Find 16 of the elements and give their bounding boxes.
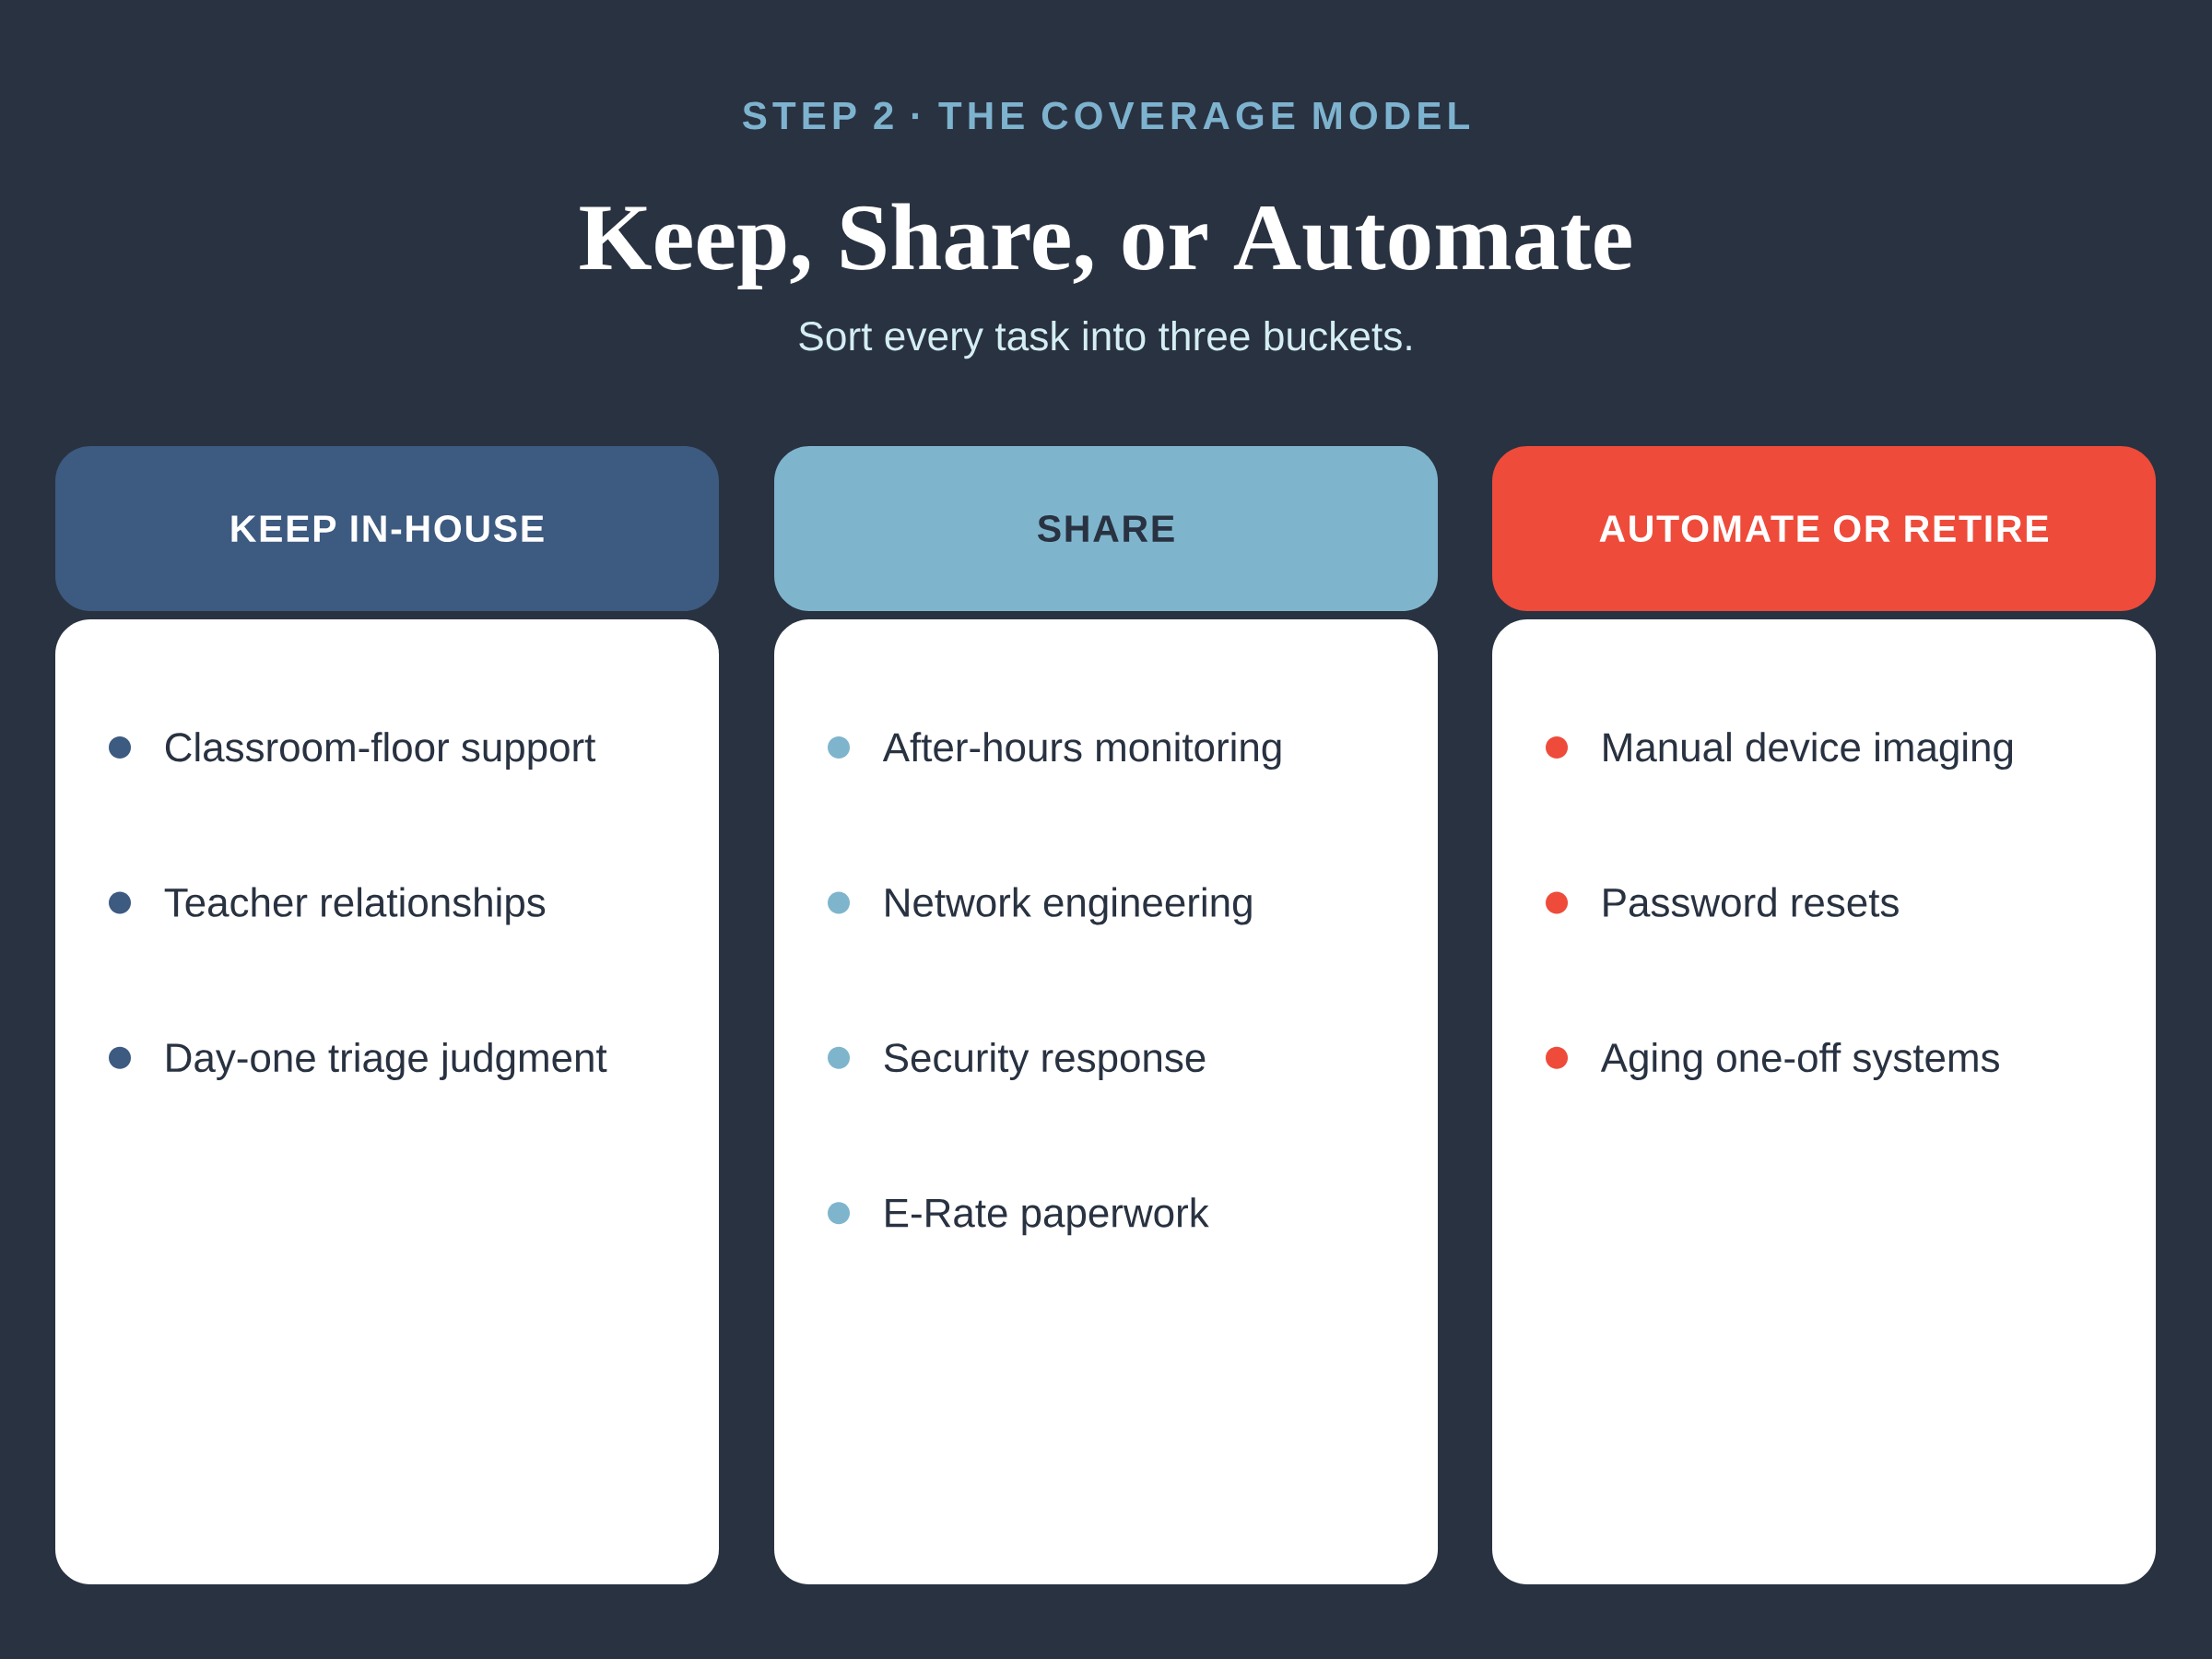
list-item: Aging one-off systems <box>1600 1041 1999 1080</box>
list-item: Day-one triage judgment <box>167 1041 607 1080</box>
column-header: AUTOMATE OR RETIRE <box>1492 446 2157 611</box>
list-item: Classroom-floor support <box>165 732 596 771</box>
list-item: Password resets <box>1604 887 1899 917</box>
list-item: Security response <box>884 1041 1206 1080</box>
list-item: E-Rate paperwork <box>886 1197 1209 1236</box>
column-header: SHARE <box>774 446 1439 611</box>
list-item: After-hours monitoring <box>882 732 1281 771</box>
title: Keep, Share, or Automate <box>580 203 1631 289</box>
list-item: Teacher relationships <box>164 887 546 925</box>
eyebrow-text: STEP 2 · THE COVERAGE MODEL <box>742 101 1469 130</box>
column-header: KEEP IN-HOUSE <box>55 446 719 611</box>
subtitle: Sort every task into three buckets. <box>799 320 1411 359</box>
list-item: Network engineering <box>886 887 1252 925</box>
list-item: Manual device imaging <box>1604 732 2013 771</box>
